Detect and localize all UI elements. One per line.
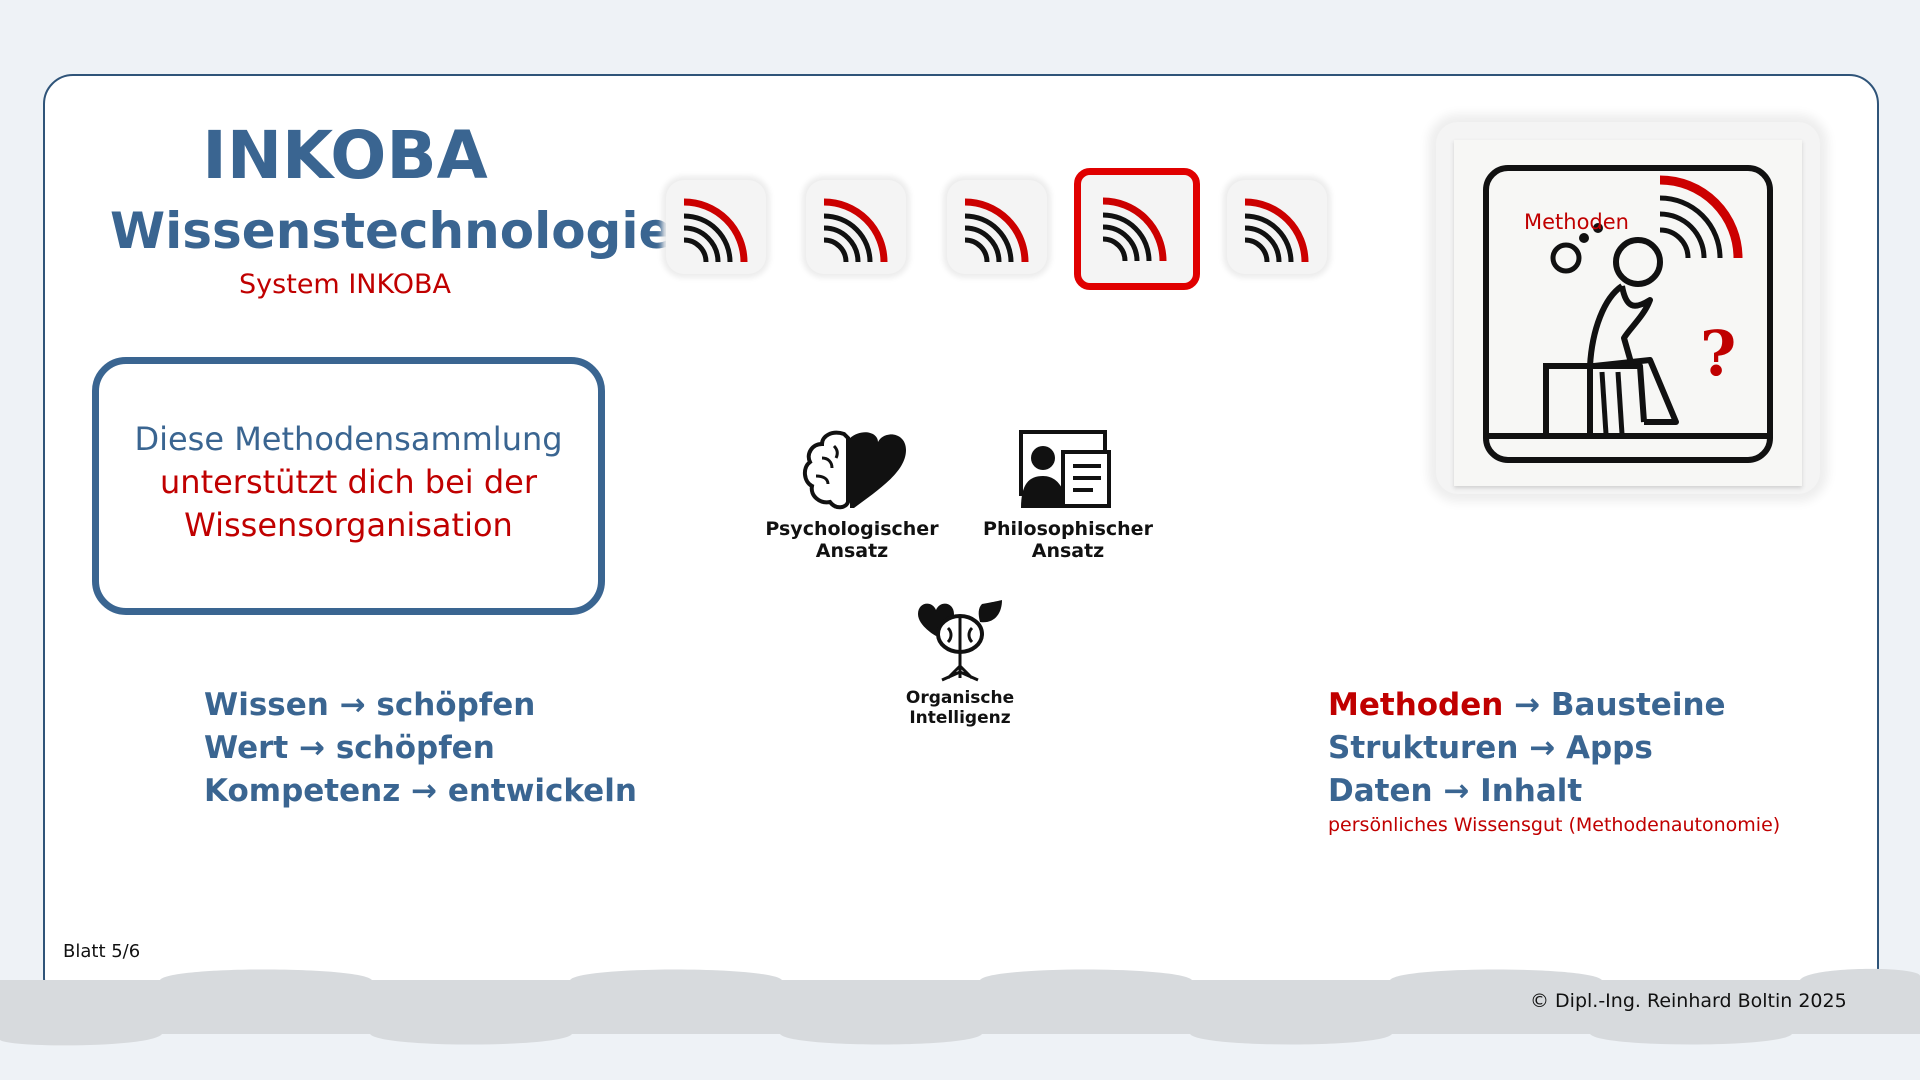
wifi-signal-icon xyxy=(823,198,888,263)
approach-psychological: Psychologischer Ansatz xyxy=(748,428,956,562)
value-list-left: Wissen → schöpfen Wert → schöpfen Kompet… xyxy=(204,684,637,813)
sheet-tile-2[interactable] xyxy=(806,180,906,274)
copyright: © Dipl.-Ing. Reinhard Boltin 2025 xyxy=(1530,990,1847,1012)
presenter-icon xyxy=(1019,430,1111,508)
methods-illustration: Methoden ? xyxy=(1436,122,1820,494)
arrow-right-icon: → xyxy=(411,773,438,809)
page-title: INKOBA xyxy=(202,117,488,194)
info-line-2: unterstützt dich bei der xyxy=(160,463,537,501)
illustration-label: Methoden xyxy=(1524,210,1629,234)
brain-tree-icon xyxy=(918,600,1002,682)
info-line-3: Wissensorganisation xyxy=(184,506,513,544)
approach-psych-line1: Psychologischer xyxy=(765,518,939,540)
question-mark: ? xyxy=(1700,317,1737,390)
arrow-right-icon: → xyxy=(1529,730,1556,766)
arrow-right-icon: → xyxy=(1443,773,1470,809)
wifi-signal-icon xyxy=(1102,197,1167,262)
list-item: Wissen → schöpfen xyxy=(204,687,536,723)
page-subtitle: Wissenstechnologie xyxy=(110,202,673,260)
sheet-tile-3[interactable] xyxy=(947,180,1047,274)
sheet-tile-5[interactable] xyxy=(1227,180,1327,274)
list-item: Methoden → Bausteine xyxy=(1328,687,1726,723)
info-line-1: Diese Methodensammlung xyxy=(134,420,563,458)
list-item: Kompetenz → entwickeln xyxy=(204,773,637,809)
approach-philo-line1: Philosophischer xyxy=(983,518,1153,540)
page-number: Blatt 5/6 xyxy=(63,941,141,962)
info-box: Diese Methodensammlung unterstützt dich … xyxy=(92,357,605,615)
wifi-signal-icon xyxy=(1244,198,1309,263)
system-label: System INKOBA xyxy=(239,269,451,300)
arrow-right-icon: → xyxy=(1514,687,1541,723)
methods-note: persönliches Wissensgut (Methodenautonom… xyxy=(1328,814,1781,836)
approach-psych-line2: Ansatz xyxy=(815,540,889,562)
wifi-signal-icon xyxy=(683,198,748,263)
wifi-signal-icon xyxy=(964,198,1029,263)
list-item: Wert → schöpfen xyxy=(204,730,495,766)
list-item: Daten → Inhalt xyxy=(1328,773,1583,809)
approach-organic-line1: Organische xyxy=(905,688,1015,708)
list-item: Strukturen → Apps xyxy=(1328,730,1653,766)
arrow-right-icon: → xyxy=(299,730,326,766)
footer-band xyxy=(0,968,1920,1046)
sheet-tile-1[interactable] xyxy=(666,180,766,274)
approach-philosophical: Philosophischer Ansatz xyxy=(968,428,1168,562)
approach-organic: Organische Intelligenz xyxy=(880,598,1040,728)
approach-philo-line2: Ansatz xyxy=(1031,540,1105,562)
sheet-tile-4-selected[interactable] xyxy=(1074,168,1200,290)
value-list-right: Methoden → Bausteine Strukturen → Apps D… xyxy=(1328,684,1726,813)
arrow-right-icon: → xyxy=(339,687,366,723)
illustration-frame: Methoden ? xyxy=(1454,140,1802,486)
brain-heart-icon xyxy=(803,430,906,510)
approach-organic-line2: Intelligenz xyxy=(909,708,1011,728)
thinking-person-icon xyxy=(1483,165,1773,463)
